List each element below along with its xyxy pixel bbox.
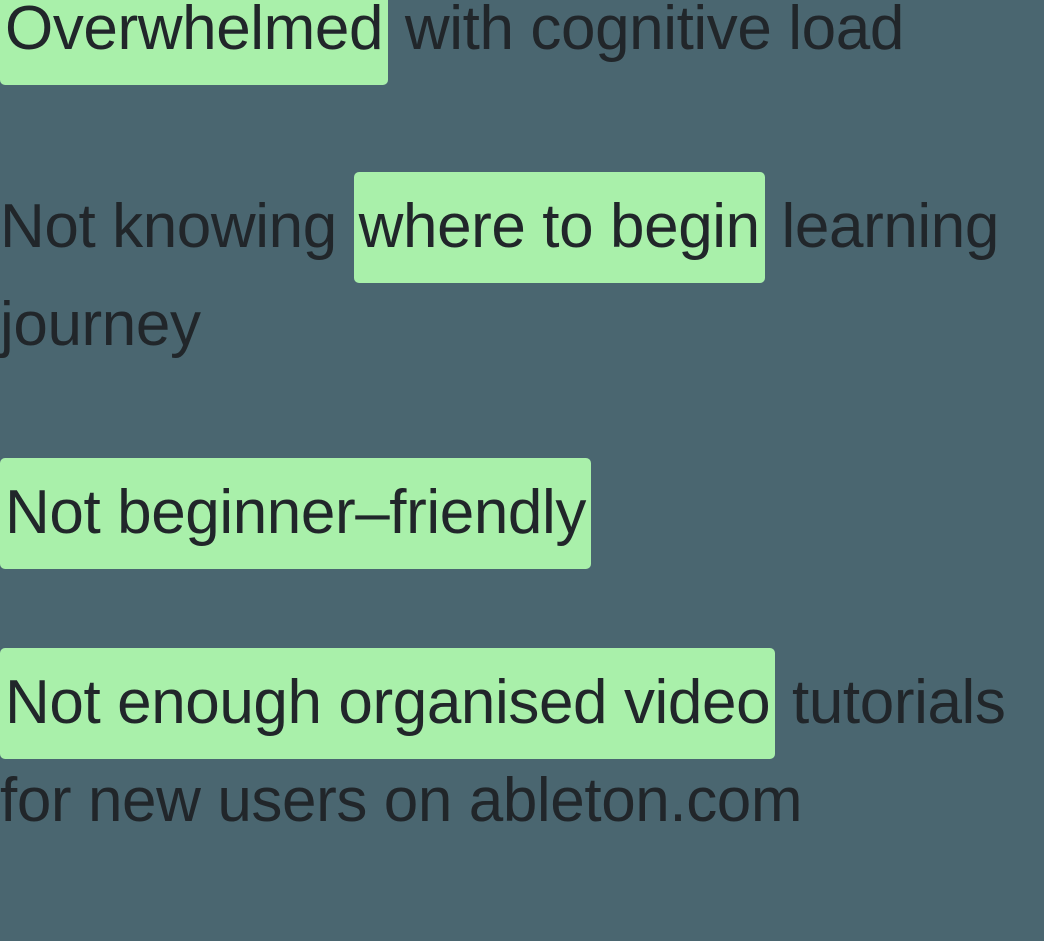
highlighted-phrase: Overwhelmed	[0, 0, 389, 85]
highlighted-phrase: Not beginner–friendly	[0, 458, 591, 569]
statement-block-2: Not knowing where to begin learning jour…	[0, 172, 1044, 374]
statement-text: tutorials for new users on ableton.com	[0, 668, 1006, 835]
statement-text: learning journey	[0, 192, 999, 359]
statement-block-4: Not enough organised video tutorials for…	[0, 648, 1044, 850]
highlighted-phrase: where to begin	[353, 172, 765, 283]
statement-text: Not knowing	[0, 192, 354, 261]
statement-text: with cognitive load	[388, 0, 904, 63]
statement-block-3: Not beginner–friendly	[0, 458, 1044, 569]
statement-block-1: Overwhelmed with cognitive load	[0, 0, 1044, 85]
highlighted-phrase: Not enough organised video	[0, 648, 776, 759]
